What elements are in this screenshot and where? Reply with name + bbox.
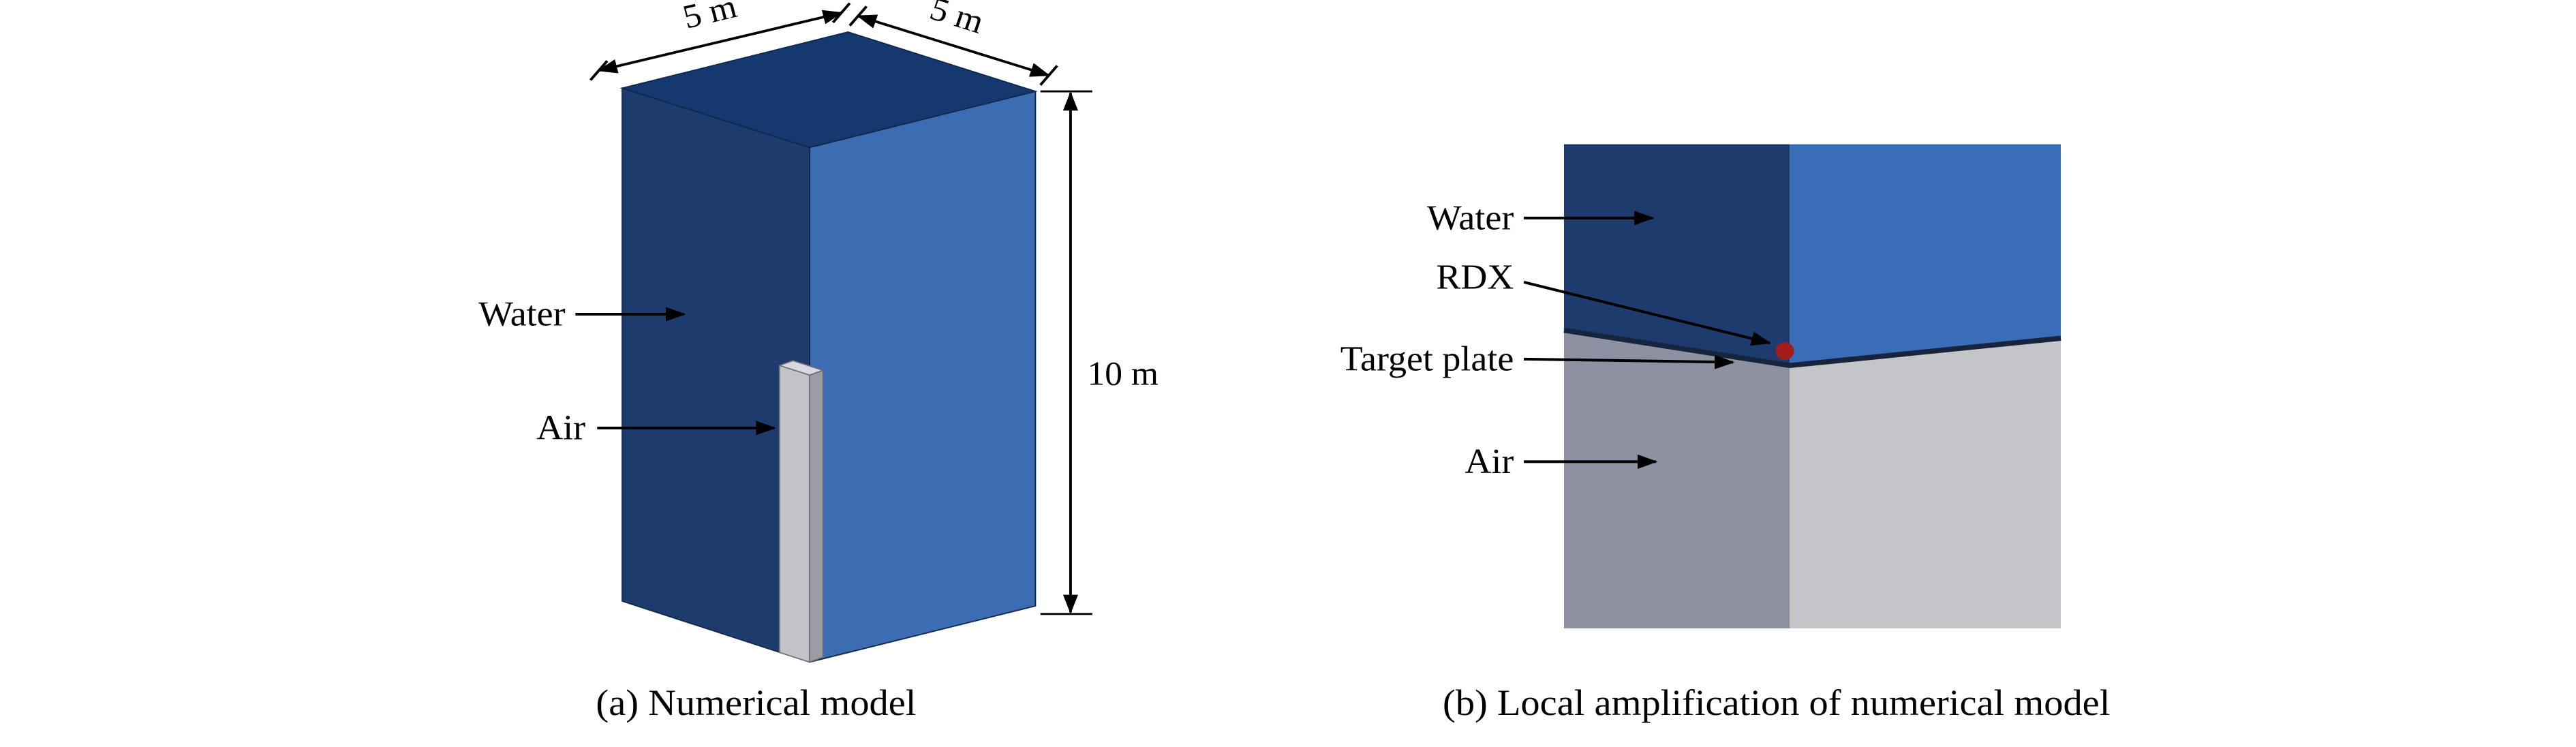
dim-width-label: 5 m (679, 0, 740, 35)
water-region-left (1564, 144, 1790, 366)
target-plate-arrow (1524, 354, 1735, 369)
panel-b-caption: (b) Local amplification of numerical mod… (1443, 682, 2110, 723)
air-region-right (1790, 338, 2061, 628)
target-plate-label: Target plate (1340, 339, 1514, 378)
rdx-marker-dot (1775, 342, 1794, 361)
target-plate-line (1563, 327, 2061, 369)
air-label-a: Air (536, 408, 585, 447)
dim-height: 10 m (1040, 90, 1159, 615)
panel-a-caption: (a) Numerical model (596, 682, 916, 723)
water-region-right (1790, 144, 2061, 366)
water-label-a: Water (478, 294, 566, 333)
air-strip-side (809, 369, 824, 663)
box-right-face (809, 90, 1037, 663)
panel-a: 5 m 5 m 10 m Water Air (a) Numerical mod… (478, 0, 1159, 723)
air-label-b: Air (1465, 442, 1514, 481)
panel-b: Water RDX Target plate Air (b) Local amp… (1340, 144, 2110, 723)
water-label-b: Water (1427, 198, 1514, 237)
air-strip-front (778, 365, 810, 663)
rdx-label: RDX (1436, 258, 1514, 296)
rdx-arrow (1523, 281, 1772, 346)
dim-height-label: 10 m (1087, 354, 1159, 392)
air-region-left (1564, 330, 1790, 628)
dim-depth-label: 5 m (925, 0, 989, 41)
